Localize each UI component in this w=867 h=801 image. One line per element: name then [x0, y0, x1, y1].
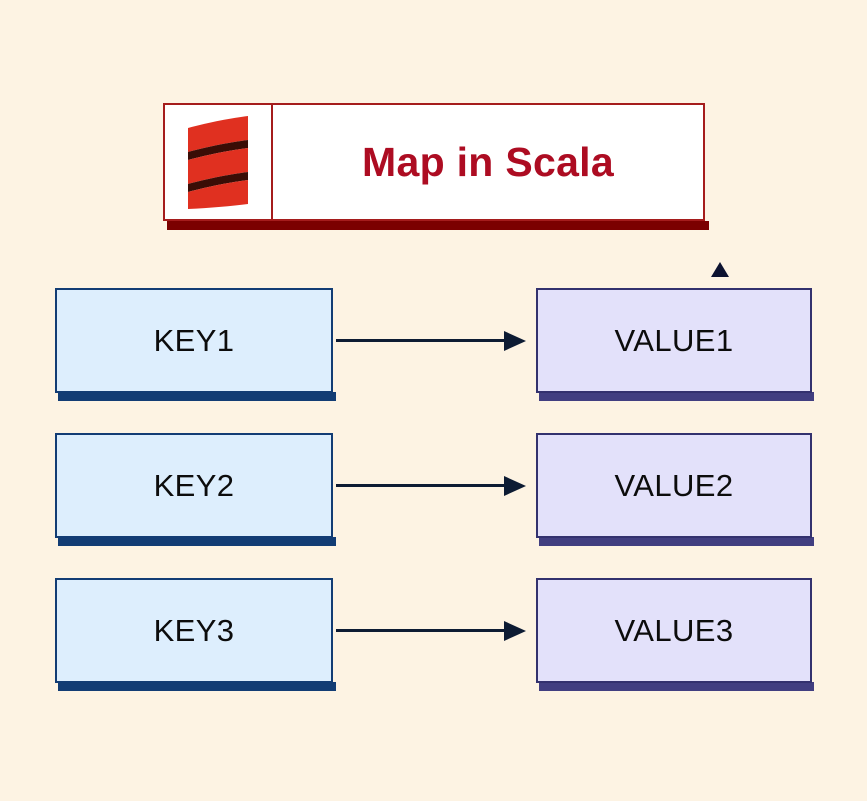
value-label: VALUE3: [614, 612, 734, 648]
arrow-line: [336, 339, 508, 342]
arrow-line: [336, 484, 508, 487]
scala-logo-icon: [182, 114, 254, 210]
value-label: VALUE2: [614, 467, 734, 503]
key-box-1[interactable]: KEY1: [55, 288, 333, 393]
key-box-2[interactable]: KEY2: [55, 433, 333, 538]
key-box-shadow: [58, 682, 336, 691]
arrow-line: [336, 629, 508, 632]
banner-logo-cell: [163, 103, 273, 221]
arrow-head: [504, 476, 526, 496]
key-box-3[interactable]: KEY3: [55, 578, 333, 683]
page-title: Map in Scala: [362, 138, 614, 185]
maps-to-arrow-1: [336, 331, 526, 351]
banner-shadow: [167, 221, 709, 230]
value-label: VALUE1: [614, 322, 734, 358]
maps-to-arrow-3: [336, 621, 526, 641]
value-box-3[interactable]: VALUE3: [536, 578, 812, 683]
key-label: KEY1: [153, 322, 235, 358]
title-banner: Map in Scala: [163, 103, 705, 221]
value-box-1[interactable]: VALUE1: [536, 288, 812, 393]
value-box-shadow: [539, 392, 814, 401]
banner-title-cell: Map in Scala: [273, 103, 705, 221]
key-label: KEY3: [153, 612, 235, 648]
value-box-shadow: [539, 537, 814, 546]
value-box-shadow: [539, 682, 814, 691]
arrow-head: [504, 331, 526, 351]
arrow-head: [504, 621, 526, 641]
maps-to-arrow-2: [336, 476, 526, 496]
key-box-shadow: [58, 537, 336, 546]
key-box-shadow: [58, 392, 336, 401]
value-pointer-marker-icon: [711, 262, 729, 277]
value-box-2[interactable]: VALUE2: [536, 433, 812, 538]
key-label: KEY2: [153, 467, 235, 503]
